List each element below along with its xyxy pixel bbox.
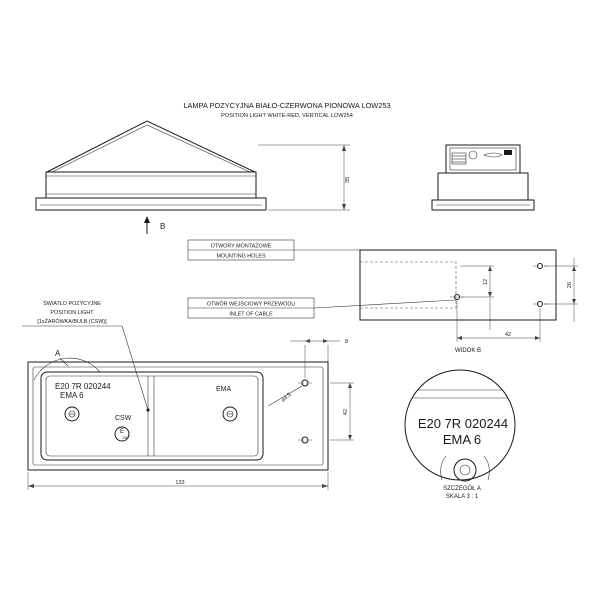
detail-ema-marking: EMA 6 (443, 432, 481, 447)
front-view-roof (46, 120, 256, 173)
dim-height: 35 (345, 177, 351, 183)
arrow-up-icon (144, 216, 150, 223)
top-view-dimensions: 8 42 133 (27, 339, 354, 490)
title-pl: LAMPA POZYCYJNA BIAŁO-CZERWONA PIONOWA L… (183, 101, 390, 110)
callout-cable-inlet-en: INLET OF CABLE (229, 312, 273, 318)
callout-mounting-holes: OTWORY MONTAŻOWE MOUNTING HOLES (187, 239, 360, 261)
detail-marker-a: A (55, 349, 61, 358)
e-mark-circle (114, 426, 130, 442)
front-view-roof-inner (51, 124, 251, 173)
callout-cable-inlet: OTWÓR WEJŚCIOWY PRZEWODU INLET OF CABLE (187, 297, 457, 319)
position-light-line2: POSITION LIGHT (50, 310, 94, 316)
side-elevation-view (431, 144, 535, 211)
view-arrow-b: B (144, 216, 165, 234)
view-b-mounting-plate: 12 26 42 WIDOK B (359, 249, 578, 354)
dim-body-height: 42 (343, 409, 349, 415)
detail-a-scale: SKALA 3 : 1 (446, 494, 479, 500)
approval-marking: E20 7R 020244 (55, 382, 111, 391)
position-light-line1: ŚWIATŁO POZYCYJNE (43, 299, 101, 307)
e-mark-number: 20 (123, 435, 128, 440)
dim-mount-spacing-vertical: 26 (567, 282, 573, 288)
callout-cable-inlet-pl: OTWÓR WEJŚCIOWY PRZEWODU (207, 300, 295, 308)
e-mark: E (120, 429, 124, 435)
dim-mount-spacing-horizontal: 42 (505, 332, 511, 338)
view-arrow-label: B (160, 222, 165, 231)
dim-inset: 8 (345, 339, 348, 345)
detail-screw (453, 458, 477, 482)
callout-position-light: ŚWIATŁO POZYCYJNE POSITION LIGHT [1xŻARÓ… (22, 299, 150, 412)
title-en: POSITION LIGHT WHITE-RED, VERTICAL LOW25… (221, 113, 353, 119)
dim-mount-vertical: 12 (483, 279, 489, 285)
dim-hole-diameter: ⌀3.5 (280, 392, 292, 404)
mounting-plate-outline (359, 249, 557, 321)
detail-approval-marking: E20 7R 020244 (418, 416, 508, 431)
lens-housing (40, 371, 264, 461)
ema-logo: EMA (216, 386, 232, 393)
screw-right (222, 406, 238, 422)
front-elevation-view: 35 (35, 120, 351, 211)
csw-marking: CSW (115, 415, 132, 422)
detail-a-view: E20 7R 020244 EMA 6 SZCZEGÓŁ A SKALA 3 :… (404, 369, 516, 500)
dim-overall-length: 133 (175, 480, 184, 486)
screw-left (64, 406, 80, 422)
side-view-base (431, 199, 535, 211)
callout-mounting-holes-pl: OTWORY MONTAŻOWE (211, 243, 272, 250)
side-view-body (437, 172, 529, 201)
ema-marking: EMA 6 (60, 391, 84, 400)
callout-mounting-holes-en: MOUNTING HOLES (216, 254, 266, 260)
detail-a-label: SZCZEGÓŁ A (443, 485, 481, 492)
detail-a-boundary (33, 357, 101, 381)
front-view-base (35, 197, 267, 211)
position-light-line3: [1xŻARÓWKA/BULB (CSW)] (37, 318, 107, 325)
view-b-label: WIDOK B (455, 348, 481, 354)
top-view-outline (27, 361, 329, 471)
top-view-lamp: E20 7R 020244 EMA 6 EMA CSW E 20 ⌀3.5 (27, 361, 329, 471)
